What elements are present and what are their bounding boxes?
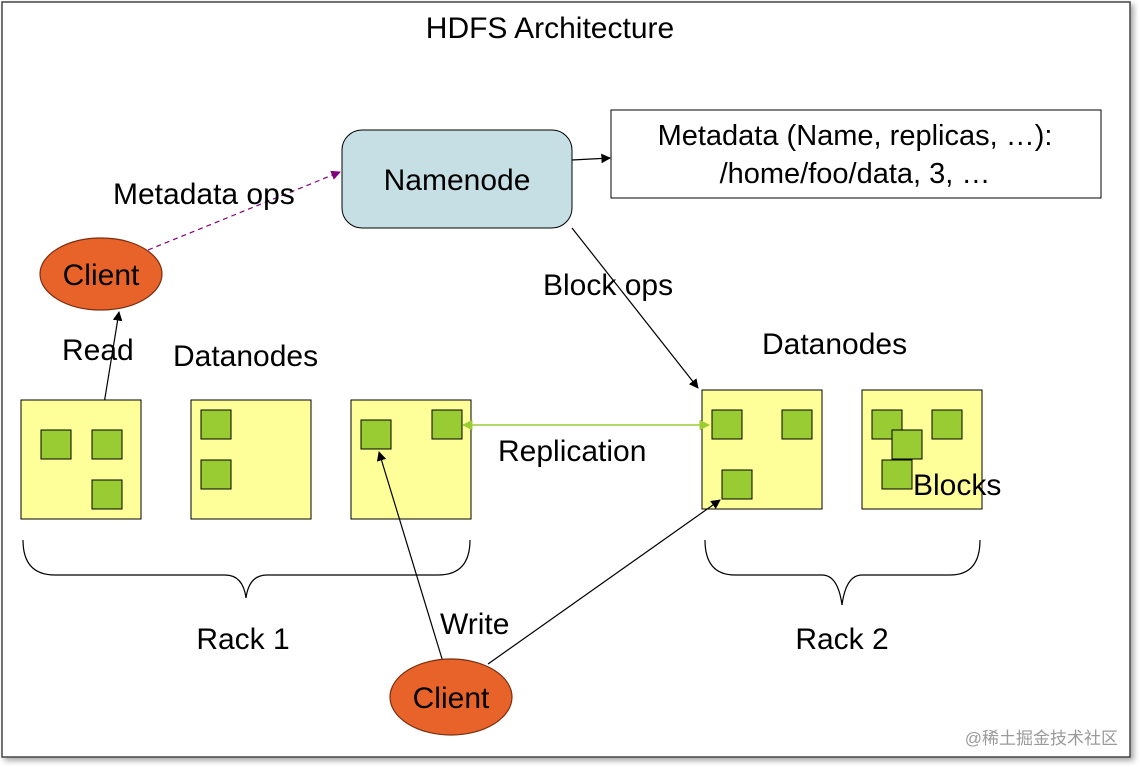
client-top-ellipse bbox=[39, 237, 163, 311]
block-square bbox=[91, 429, 123, 460]
datanodes-right-label: Datanodes bbox=[762, 328, 907, 361]
blocks-label: Blocks bbox=[913, 469, 1001, 502]
rack2-datanode-1 bbox=[701, 389, 823, 510]
block-square bbox=[931, 409, 963, 440]
block-square bbox=[781, 409, 813, 440]
block-square bbox=[200, 459, 232, 490]
datanodes-left-label: Datanodes bbox=[173, 340, 318, 373]
block-square bbox=[881, 459, 913, 490]
block-square bbox=[360, 419, 392, 450]
write-arrow-rack1 bbox=[376, 451, 444, 663]
block-square bbox=[711, 409, 743, 440]
client-bottom-ellipse bbox=[389, 658, 513, 736]
rack1-datanode-2 bbox=[190, 399, 312, 520]
namenode-box bbox=[341, 129, 573, 229]
block-ops-label: Block ops bbox=[543, 269, 673, 302]
metadata-line-2: /home/foo/data, 3, … bbox=[720, 158, 991, 190]
block-square bbox=[891, 429, 923, 460]
datanode-box bbox=[701, 389, 823, 510]
block-square bbox=[431, 409, 463, 440]
metadata-ops-arrow bbox=[147, 170, 341, 251]
namenode-node: Namenode bbox=[341, 129, 573, 229]
write-label: Write bbox=[440, 608, 509, 641]
block-square bbox=[721, 469, 753, 500]
block-ops-arrow bbox=[571, 227, 699, 389]
rack2-datanode-2: Blocks bbox=[861, 389, 1001, 510]
rack2-label: Rack 2 bbox=[795, 623, 888, 656]
datanode-box bbox=[20, 399, 142, 520]
block-square bbox=[91, 479, 123, 510]
namenode-label: Namenode bbox=[384, 164, 531, 197]
block-square bbox=[871, 409, 903, 440]
diagram-title: HDFS Architecture bbox=[426, 12, 674, 45]
rack1-datanode-3 bbox=[350, 399, 472, 520]
rack2-brace bbox=[704, 539, 981, 606]
client-top: Client bbox=[39, 237, 163, 311]
client-bottom-label: Client bbox=[413, 682, 490, 715]
metadata-ops-label: Metadata ops bbox=[113, 178, 295, 211]
namenode-to-metadata-arrow bbox=[571, 153, 611, 164]
watermark-text: @稀土掘金技术社区 bbox=[965, 729, 1118, 748]
block-square bbox=[40, 429, 72, 460]
rack1-label: Rack 1 bbox=[196, 623, 289, 656]
rack1-brace bbox=[22, 539, 471, 599]
metadata-box: Metadata (Name, replicas, …): /home/foo/… bbox=[610, 109, 1102, 199]
metadata-line-1: Metadata (Name, replicas, …): bbox=[658, 120, 1053, 152]
write-arrow-rack2 bbox=[487, 499, 721, 665]
read-arrow bbox=[102, 311, 123, 411]
metadata-box-frame bbox=[610, 109, 1102, 199]
client-bottom: Client bbox=[389, 658, 513, 736]
block-square bbox=[200, 409, 232, 440]
replication-label: Replication bbox=[498, 435, 646, 468]
read-label: Read bbox=[62, 334, 134, 367]
client-top-label: Client bbox=[63, 259, 140, 292]
rack1-datanode-1 bbox=[20, 399, 142, 520]
